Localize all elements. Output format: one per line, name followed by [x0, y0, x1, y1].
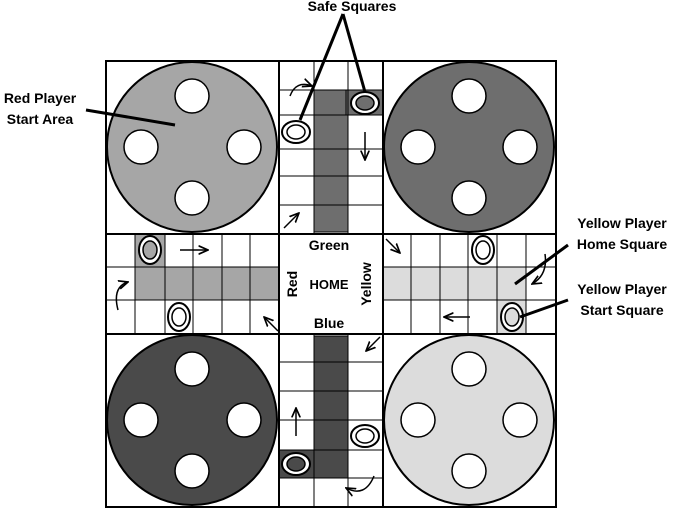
yellow-label: Yellow: [358, 262, 374, 306]
track-grid: [106, 61, 556, 507]
red-home-row: [134, 266, 280, 301]
curved-arrow-icon: [289, 84, 312, 97]
yellow-token-slot: [451, 351, 487, 387]
blue-token-slot: [174, 453, 210, 489]
blue-label: Blue: [314, 315, 345, 331]
green-token-slot: [400, 129, 436, 165]
arrow-diagonal-icon: [264, 317, 279, 332]
yellow-home-square-label-line1: Yellow Player: [577, 215, 667, 231]
curved-arrow-icon: [532, 253, 547, 284]
yellow-token-slot: [451, 453, 487, 489]
red-token-slot: [174, 180, 210, 216]
safe-square-marker-inner: [355, 428, 375, 444]
yellow-start-square-label-line2: Start Square: [580, 302, 663, 318]
red-start-area-label-line1: Red Player: [4, 90, 77, 106]
green-start-area: [383, 61, 555, 233]
home-center: [278, 233, 384, 335]
yellow-token-slot: [400, 402, 436, 438]
red-start-marker-inner: [142, 240, 158, 260]
red-start-area: [106, 61, 278, 233]
red-start-area-label-line2: Start Area: [7, 111, 74, 127]
yellow-start-marker-inner: [504, 307, 520, 327]
yellow-start-area: [383, 334, 555, 506]
blue-home-column: [313, 335, 349, 479]
yellow-token-slot: [502, 402, 538, 438]
red-token-slot: [174, 78, 210, 114]
safe-square-marker-inner: [475, 240, 491, 260]
red-start-circle: [106, 61, 278, 233]
safe-square-tokens: [138, 91, 524, 476]
red-start-area-pointer: [85, 108, 176, 127]
blue-start-marker-inner: [286, 456, 306, 472]
red-token-slot: [123, 129, 159, 165]
yellow-home-square-pointer: [514, 243, 569, 286]
red-token-slot: [226, 129, 262, 165]
arrow-diagonal-icon: [366, 336, 381, 351]
green-token-slot: [451, 78, 487, 114]
curved-arrow-icon: [346, 475, 375, 491]
safe-square-marker-inner: [171, 307, 187, 327]
green-home-column: [313, 89, 349, 233]
green-label: Green: [309, 237, 349, 253]
yellow-home-square-label-line2: Home Square: [577, 236, 667, 252]
blue-token-slot: [174, 351, 210, 387]
green-start-marker-inner: [355, 95, 375, 111]
blue-token-slot: [123, 402, 159, 438]
curved-arrow-icon: [115, 282, 128, 311]
safe-squares-pointer: [298, 13, 345, 121]
arrow-diagonal-icon: [283, 213, 299, 229]
yellow-home-row: [382, 266, 527, 301]
red-label: Red: [284, 271, 300, 297]
green-token-slot: [502, 129, 538, 165]
callout-lines: [85, 13, 569, 319]
safe-square-marker-inner: [286, 124, 306, 140]
blue-token-slot: [226, 402, 262, 438]
green-token-slot: [451, 180, 487, 216]
arrow-diagonal-icon: [385, 238, 400, 253]
yellow-start-square-pointer: [519, 298, 569, 319]
yellow-start-square-label-line1: Yellow Player: [577, 281, 667, 297]
direction-arrows: [115, 84, 547, 491]
safe-squares-label: Safe Squares: [308, 0, 397, 14]
home-label: HOME: [310, 277, 349, 292]
blue-start-area: [106, 334, 278, 506]
safe-squares-pointer: [341, 13, 367, 93]
